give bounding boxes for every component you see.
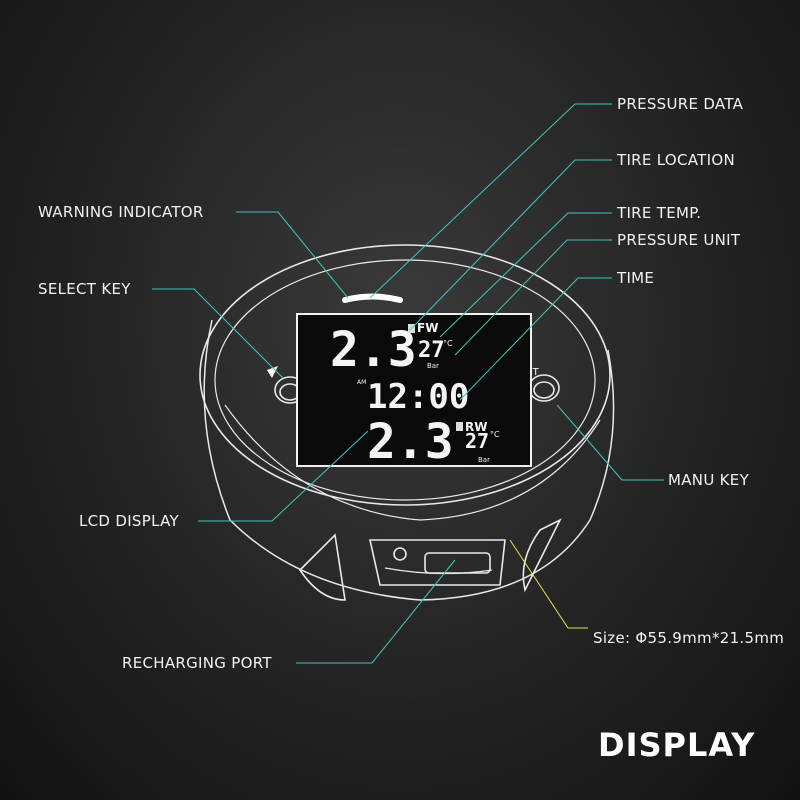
pressure-unit-label: PRESSURE UNIT	[617, 231, 741, 249]
page-title: DISPLAY	[598, 726, 756, 764]
tire-location-label: TIRE LOCATION	[617, 151, 735, 169]
rear-signal-icon	[456, 422, 463, 431]
rear-temp-value: 27	[465, 429, 489, 453]
warning-indicator-icon	[342, 293, 403, 303]
recharging-port	[369, 539, 506, 586]
lcd-display-label: LCD DISPLAY	[79, 512, 179, 530]
manu-key-label: MANU KEY	[668, 471, 750, 489]
rear-location-label: RW	[465, 420, 487, 434]
front-pressure-unit: Bar	[427, 362, 439, 370]
select-key-label: SELECT KEY	[38, 280, 131, 298]
leader-lines	[152, 103, 664, 664]
lcd-display: 2.3 FW 27 °C Bar AM 12:00 2.3 RW 27 °C B…	[296, 313, 532, 470]
recharging-port-label: RECHARGING PORT	[122, 654, 272, 672]
rear-pressure-value: 2.3	[367, 414, 454, 470]
tire-temp-label: TIRE TEMP.	[617, 204, 702, 222]
time-value: 12:00	[367, 377, 469, 417]
rear-temp-unit: °C	[490, 430, 500, 439]
pressure-data-label: PRESSURE DATA	[617, 95, 744, 113]
device-body	[199, 244, 615, 601]
time-label: TIME	[617, 269, 655, 287]
size-label: Size: Φ55.9mm*21.5mm	[593, 629, 785, 647]
size-leader-line	[509, 539, 588, 629]
time-prefix: AM	[357, 379, 366, 386]
front-location-label: FW	[417, 321, 438, 335]
manu-key-button[interactable]	[528, 374, 560, 402]
rear-pressure-unit: Bar	[478, 456, 490, 464]
warning-indicator-label: WARNING INDICATOR	[38, 203, 204, 221]
front-temp-unit: °C	[443, 339, 453, 348]
front-pressure-value: 2.3	[330, 322, 417, 378]
front-temp-value: 27	[418, 338, 445, 363]
